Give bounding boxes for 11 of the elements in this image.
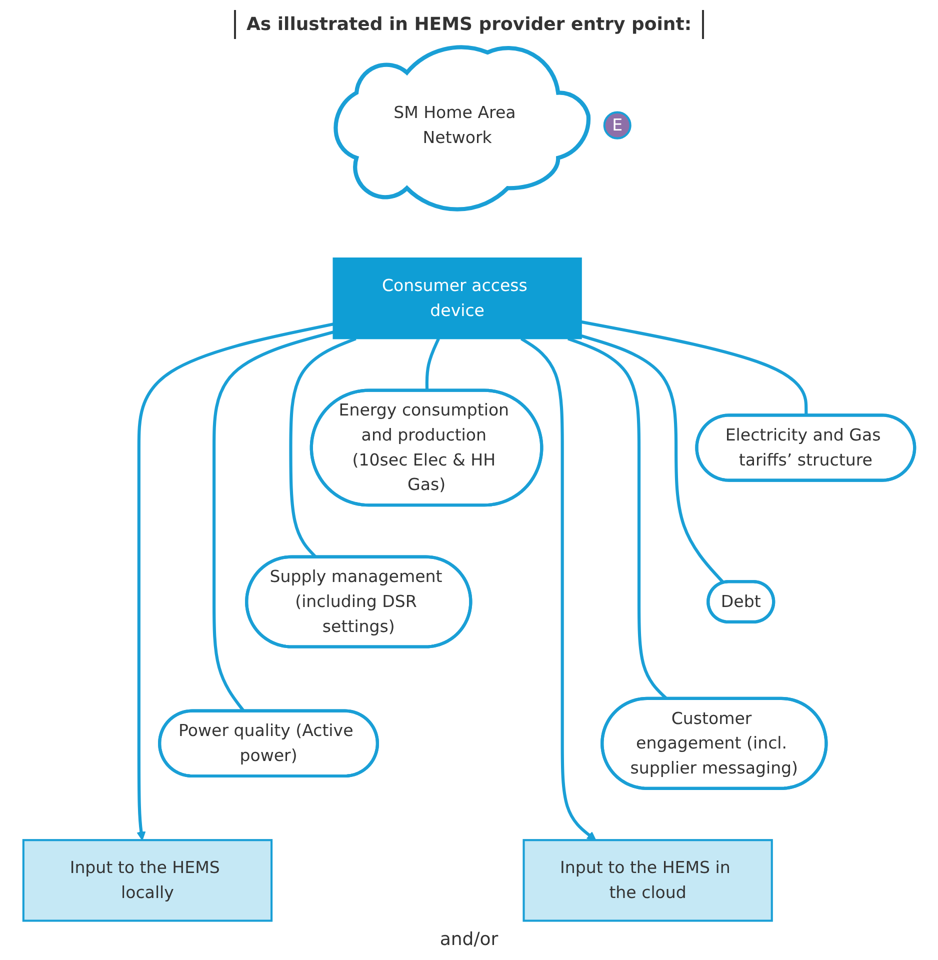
node-box: Input to the HEMS in the cloud	[522, 839, 773, 922]
node-box: Input to the HEMS locally	[22, 839, 273, 922]
arrow	[136, 322, 334, 840]
note-text: As illustrated in HEMS provider entry point:	[234, 10, 704, 39]
node-box: Consumer access device	[332, 258, 582, 340]
connector	[581, 320, 808, 416]
connector	[580, 334, 725, 584]
arrow	[520, 337, 596, 840]
connector	[425, 338, 440, 391]
node-circle: E	[603, 111, 632, 140]
connector-label: and/or	[440, 929, 498, 950]
